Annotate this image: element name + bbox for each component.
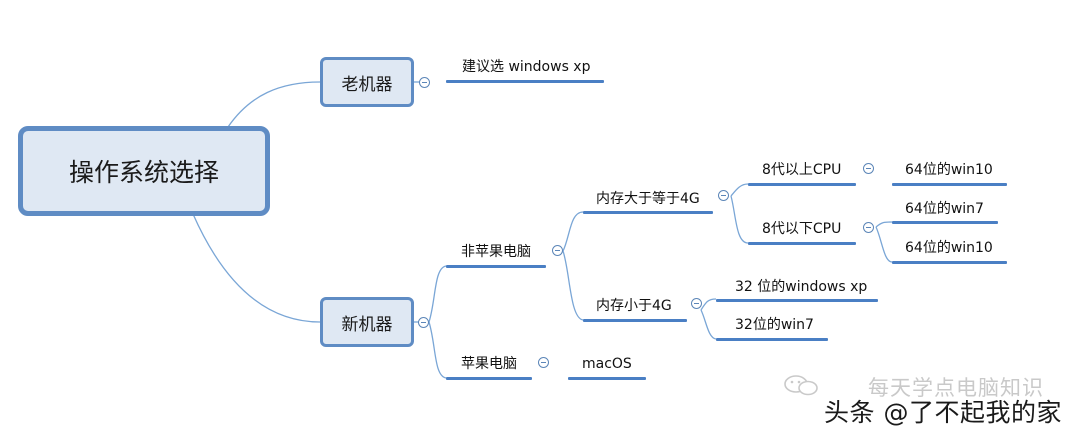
root-node-label: 操作系统选择 (68, 158, 219, 187)
branch-line (716, 338, 828, 341)
collapse-toggle-icon[interactable] (552, 245, 563, 256)
branch-line (748, 183, 856, 186)
os-win10-64-label: 64位的win10 (905, 240, 993, 256)
collapse-toggle-icon[interactable] (538, 357, 549, 368)
non-apple-label: 非苹果电脑 (461, 244, 531, 260)
collapse-toggle-icon[interactable] (691, 298, 702, 309)
branch-line (892, 183, 1007, 186)
os-xp-32-label: 32 位的windows xp (735, 279, 868, 295)
branch-line (892, 221, 998, 224)
root-node[interactable]: 操作系统选择 (18, 126, 270, 216)
ram-4g-plus-label: 内存大于等于4G (596, 191, 700, 207)
branch-line (446, 377, 532, 380)
watermark-bottom: 头条 @了不起我的家 (824, 398, 1062, 427)
branch-line (583, 211, 713, 214)
collapse-toggle-icon[interactable] (863, 163, 874, 174)
branch-line (892, 261, 1007, 264)
collapse-toggle-icon[interactable] (718, 190, 729, 201)
watermark-top: 每天学点电脑知识 (868, 376, 1044, 400)
branch-line (748, 242, 856, 245)
new-machine-label: 新机器 (341, 314, 393, 335)
collapse-toggle-icon[interactable] (419, 77, 430, 88)
os-win7-32-label: 32位的win7 (735, 317, 814, 333)
old-machine-recommendation: 建议选 windows xp (462, 59, 591, 75)
os-win7-64-label: 64位的win7 (905, 201, 984, 217)
branch-line (583, 319, 687, 322)
ram-under-4g-label: 内存小于4G (596, 298, 672, 314)
apple-label: 苹果电脑 (461, 356, 517, 372)
cpu-gen8-plus-label: 8代以上CPU (762, 162, 842, 178)
old-machine-label: 老机器 (341, 74, 393, 95)
collapse-toggle-icon[interactable] (418, 317, 429, 328)
new-machine-node[interactable]: 新机器 (320, 297, 414, 347)
os-win10-64-label: 64位的win10 (905, 162, 993, 178)
os-macos-label: macOS (582, 356, 632, 372)
wechat-icon (784, 375, 818, 396)
branch-line (446, 80, 604, 83)
branch-line (716, 299, 878, 302)
collapse-toggle-icon[interactable] (863, 222, 874, 233)
cpu-below-gen8-label: 8代以下CPU (762, 221, 842, 237)
branch-line (568, 377, 646, 380)
old-machine-node[interactable]: 老机器 (320, 57, 414, 107)
branch-line (446, 265, 546, 268)
